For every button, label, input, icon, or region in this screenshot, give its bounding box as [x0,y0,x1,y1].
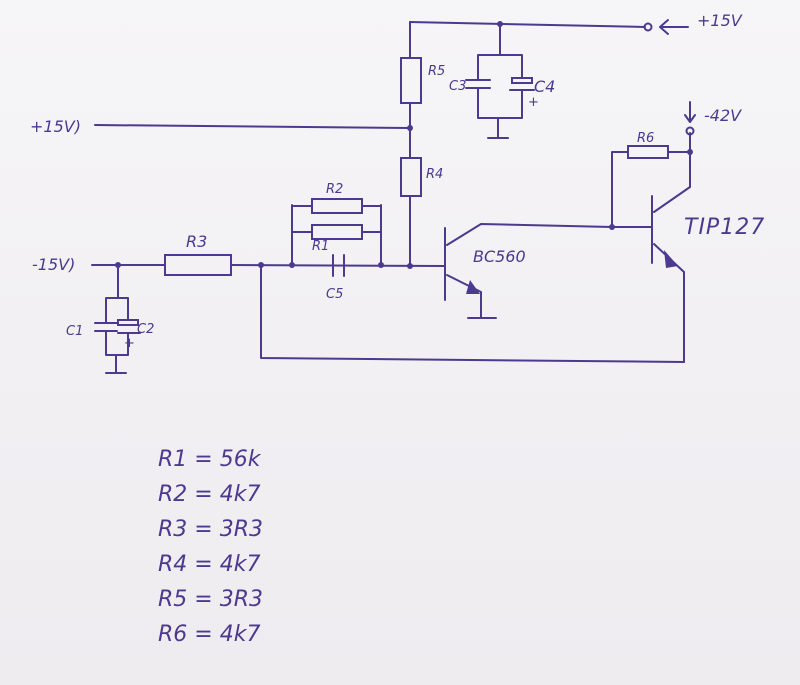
value-r5: R5 = 3R3 [158,587,263,612]
label-c4: C4 [534,77,555,96]
label-c4-polarity: + [528,95,539,110]
value-r1: R1 = 56k [158,447,261,472]
label-supply-top: +15V [697,11,743,30]
label-c1: C1 [66,324,83,339]
value-r6: R6 = 4k7 [158,622,261,647]
top-supply-rail [409,19,689,35]
feedback-network [291,198,382,277]
capacitors-c3-c4 [465,23,535,139]
label-c5: C5 [326,287,343,302]
label-r4: R4 [426,167,443,182]
resistor-r4 [400,157,422,267]
label-r1: R1 [312,239,329,254]
label-supply-neg-right: -42V [704,106,742,125]
label-q2: TIP127 [684,215,765,240]
input-and-r3 [91,254,446,276]
label-r3: R3 [186,232,207,251]
value-r4: R4 = 4k7 [158,552,261,577]
label-c3: C3 [449,79,466,94]
label-supply-neg-left: -15V) [32,255,75,274]
transistor-q2 [609,132,691,363]
value-r3: R3 = 3R3 [158,517,263,542]
resistor-r6 [611,101,696,228]
left-supply-wire [94,124,411,129]
label-q1: BC560 [473,247,526,266]
label-c2: C2 [137,322,154,337]
label-r2: R2 [326,182,343,197]
capacitors-c1-c2 [94,264,141,374]
label-supply-left: +15V) [30,117,81,136]
value-r2: R2 = 4k7 [158,482,261,507]
label-r5: R5 [428,64,445,79]
transistor-q1 [444,223,613,319]
component-values-list: R1 = 56k R2 = 4k7 R3 = 3R3 R4 = 4k7 R5 =… [158,442,263,652]
label-c2-polarity: + [124,336,135,351]
bottom-feedback-wire [260,264,685,363]
resistor-r5 [400,21,422,159]
label-r6: R6 [637,131,654,146]
